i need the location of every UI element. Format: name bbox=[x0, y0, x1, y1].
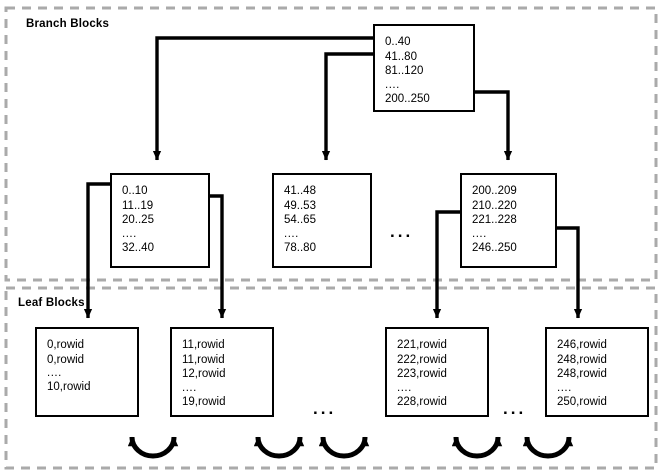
node-line: 10,rowid bbox=[47, 381, 91, 393]
branch-block-2[interactable]: 41..48 49..53 54..65 .... 78..80 bbox=[272, 173, 372, 268]
connector-root-to-branch-2 bbox=[321, 52, 373, 161]
leaf-block-4[interactable]: 246,rowid 248,rowid 248,rowid .... 250,r… bbox=[545, 327, 649, 417]
node-line-ellipsis: .... bbox=[122, 227, 137, 240]
node-line: 0,rowid bbox=[47, 353, 85, 366]
node-line: 0..40 bbox=[385, 36, 411, 48]
node-line: 222,rowid bbox=[397, 353, 447, 366]
node-line: 32..40 bbox=[122, 241, 154, 254]
node-line: 78..80 bbox=[284, 241, 316, 254]
leaf-blocks-label: Leaf Blocks bbox=[18, 297, 85, 309]
connector-root-to-branch-3 bbox=[475, 90, 513, 161]
branch-blocks-region-border bbox=[4, 6, 658, 282]
node-line: 81..120 bbox=[385, 65, 424, 77]
node-line: 41..48 bbox=[284, 185, 316, 197]
node-line: 11..19 bbox=[122, 199, 154, 212]
leaf-link-arcs bbox=[127, 436, 574, 459]
node-line: 223,rowid bbox=[397, 368, 447, 380]
node-line-ellipsis: .... bbox=[47, 367, 62, 379]
leaf-level-ellipsis-2: ... bbox=[503, 399, 527, 418]
connector-branch-3-to-leaf-3 bbox=[432, 210, 460, 319]
branch-block-1[interactable]: 0..10 11..19 20..25 .... 32..40 bbox=[110, 173, 210, 268]
node-line: 11,rowid bbox=[182, 353, 225, 366]
node-line: 200..250 bbox=[385, 92, 430, 105]
leaf-block-3[interactable]: 221,rowid 222,rowid 223,rowid .... 228,r… bbox=[385, 327, 489, 417]
node-line: 221..228 bbox=[472, 214, 517, 226]
branch-level-ellipsis: ... bbox=[390, 222, 414, 241]
node-line-ellipsis: .... bbox=[284, 227, 299, 240]
branch-block-3[interactable]: 200..209 210..220 221..228 .... 246..250 bbox=[460, 173, 557, 268]
node-line-ellipsis: .... bbox=[557, 381, 572, 394]
node-line: 221,rowid bbox=[397, 339, 447, 351]
node-line: 12,rowid bbox=[182, 368, 226, 380]
node-line: 246..250 bbox=[472, 241, 517, 254]
node-line: 11,rowid bbox=[182, 339, 225, 351]
connector-branch-1-to-leaf-2 bbox=[210, 194, 227, 319]
node-line-ellipsis: .... bbox=[397, 381, 412, 394]
connector-branch-1-to-leaf-1 bbox=[83, 182, 110, 319]
leaf-link-arc-5 bbox=[522, 436, 574, 459]
node-line: 0..10 bbox=[122, 185, 148, 197]
node-line: 200..209 bbox=[472, 185, 517, 197]
node-line: 248,rowid bbox=[557, 353, 607, 366]
leaf-link-arc-3 bbox=[318, 436, 370, 459]
node-line: 250,rowid bbox=[557, 395, 607, 408]
node-line: 210..220 bbox=[472, 199, 517, 212]
node-line: 0,rowid bbox=[47, 339, 85, 351]
node-line-ellipsis: .... bbox=[385, 78, 400, 91]
node-line: 49..53 bbox=[284, 199, 316, 212]
leaf-block-2[interactable]: 11,rowid 11,rowid 12,rowid .... 19,rowid bbox=[170, 327, 274, 417]
node-line: 248,rowid bbox=[557, 368, 607, 380]
node-line: 20..25 bbox=[122, 214, 154, 226]
node-line: 41..80 bbox=[385, 50, 417, 63]
leaf-level-ellipsis-1: ... bbox=[313, 399, 337, 418]
leaf-block-1[interactable]: 0,rowid 0,rowid .... 10,rowid bbox=[35, 327, 139, 417]
leaf-link-arc-2 bbox=[253, 436, 305, 459]
connector-branch-3-to-leaf-4 bbox=[557, 226, 583, 319]
root-branch-block[interactable]: 0..40 41..80 81..120 .... 200..250 bbox=[373, 24, 475, 112]
leaf-link-arc-1 bbox=[127, 436, 179, 459]
leaf-blocks-region-border bbox=[4, 286, 658, 470]
branch-blocks-label: Branch Blocks bbox=[26, 18, 110, 30]
leaf-link-arc-4 bbox=[451, 436, 503, 459]
node-line: 54..65 bbox=[284, 214, 316, 226]
node-line-ellipsis: .... bbox=[472, 227, 487, 240]
node-line-ellipsis: .... bbox=[182, 381, 197, 394]
node-line: 246,rowid bbox=[557, 339, 607, 351]
node-line: 228,rowid bbox=[397, 395, 447, 408]
connector-root-to-branch-1 bbox=[152, 36, 373, 161]
node-line: 19,rowid bbox=[182, 395, 226, 408]
